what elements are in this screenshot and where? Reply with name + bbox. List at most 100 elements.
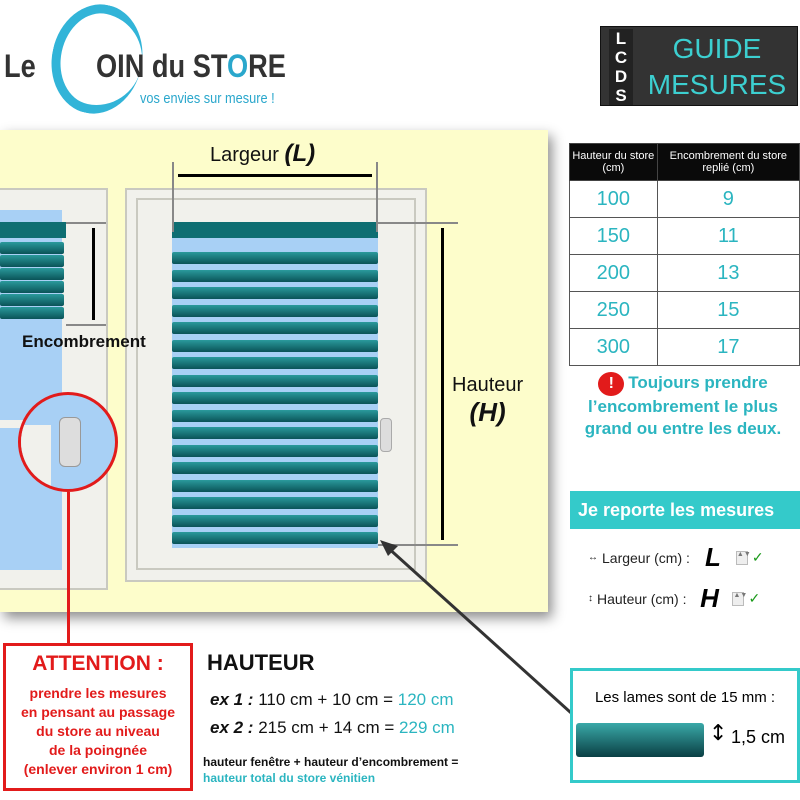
logo-o: O	[226, 48, 249, 84]
note-text: Toujours prendre l’encombrement le plus …	[584, 373, 782, 438]
blind-slat	[172, 409, 378, 422]
blind-slat	[172, 339, 378, 352]
badge-letter: S	[615, 86, 627, 105]
height-arrow-icon: ↕	[709, 721, 728, 746]
guide-badge: L C D S GUIDE MESURES	[600, 26, 798, 106]
check-icon: ✓	[751, 549, 764, 565]
encombrement-cell: 11	[656, 217, 800, 255]
hauteur-row: ↕ Hauteur (cm) : H ▲▼✓	[588, 583, 760, 614]
blind-slat	[0, 242, 64, 254]
slat-info-text: Les lames sont de 15 mm :	[594, 689, 776, 706]
blind-slat	[172, 357, 378, 369]
blind-slat	[172, 444, 378, 457]
largeur-input[interactable]: L	[704, 542, 721, 572]
slat-pointer-arrow	[380, 540, 592, 732]
height-guide-top	[378, 222, 458, 224]
blind-slat	[172, 374, 378, 387]
stack-guide-top	[66, 222, 106, 224]
blind-slat	[172, 252, 378, 264]
hauteur-field-label: Hauteur (cm) :	[597, 590, 687, 607]
blind-slat	[0, 281, 64, 293]
report-title: Je reporte les mesures	[570, 491, 800, 529]
badge-line1: GUIDE	[672, 33, 762, 64]
handle-zoom-circle	[18, 392, 118, 492]
badge-letter: D	[614, 67, 628, 86]
badge-letter: C	[614, 48, 628, 67]
width-arrow	[178, 174, 372, 177]
badge-title: GUIDE MESURES	[637, 31, 797, 103]
blind-slat	[172, 269, 378, 282]
blind-slat	[0, 307, 64, 319]
window-diagram: Largeur (L) Hauteur(H) Encombrement	[0, 130, 548, 612]
blind-slat	[172, 427, 378, 439]
blind-slat	[172, 322, 378, 334]
hauteur-spinner[interactable]: ▲▼	[732, 591, 747, 606]
height-icon: ↕	[588, 593, 593, 604]
blind-slat	[0, 255, 64, 267]
width-icon: ↔	[588, 552, 598, 563]
size-table: Hauteur du store (cm)Encombrement du sto…	[569, 143, 800, 366]
slat-info-box: Les lames sont de 15 mm : ↕ 1,5 cm	[570, 668, 800, 783]
blind-slat	[172, 462, 378, 474]
encombrement-cell: 13	[656, 254, 800, 292]
example-2: ex 2 : 215 cm + 14 cm = 229 cm	[210, 718, 455, 737]
hauteur-cell: 250	[569, 291, 658, 329]
note: !Toujours prendre l’encombrement le plus…	[566, 372, 800, 440]
largeur-row: ↔ Largeur (cm) : L ▲▼✓	[588, 542, 764, 573]
formula: hauteur fenêtre + hauteur d’encombrement…	[203, 755, 459, 785]
logo-text-end: RE	[248, 48, 286, 84]
left-blind-headrail	[0, 222, 66, 238]
blind-slat	[172, 532, 378, 544]
blind-slat	[172, 392, 378, 404]
largeur-label: Largeur (L)	[210, 140, 316, 167]
logo-tagline: vos envies sur mesure !	[140, 90, 275, 107]
stack-arrow	[92, 228, 95, 320]
hauteur-cell: 150	[569, 217, 658, 255]
hauteur-label: Hauteur(H)	[452, 374, 524, 427]
table-header: Encombrement du store replié (cm)	[656, 143, 800, 181]
attention-title: ATTENTION :	[32, 652, 164, 675]
blind-headrail	[172, 222, 378, 238]
hauteur-title: HAUTEUR	[207, 650, 315, 675]
stack-guide-bottom	[66, 324, 106, 326]
width-guide-left	[172, 162, 174, 232]
blind-slat	[0, 268, 64, 280]
hauteur-cell: 100	[569, 180, 658, 218]
window-handle	[380, 418, 392, 452]
attention-connector	[67, 492, 70, 644]
logo-name: OIN du STORE	[96, 48, 286, 85]
hauteur-cell: 300	[569, 328, 658, 366]
blind-slat	[0, 294, 64, 306]
encombrement-cell: 9	[656, 180, 800, 218]
logo-le: Le	[4, 48, 36, 84]
encombrement-label: Encombrement	[22, 332, 146, 351]
blind-slat	[172, 287, 378, 299]
example-1: ex 1 : 110 cm + 10 cm = 120 cm	[210, 690, 454, 709]
width-guide-right	[376, 162, 378, 232]
logo-text: OIN du ST	[96, 48, 227, 84]
check-icon: ✓	[748, 590, 761, 606]
height-arrow	[441, 228, 444, 540]
slat-size: 1,5 cm	[731, 727, 786, 747]
encombrement-cell: 15	[656, 291, 800, 329]
hauteur-input[interactable]: H	[700, 583, 719, 613]
largeur-field-label: Largeur (cm) :	[602, 549, 690, 566]
blind-slat	[172, 304, 378, 317]
table-header: Hauteur du store (cm)	[569, 143, 658, 181]
badge-lcds: L C D S	[609, 29, 633, 105]
blind-slat	[172, 497, 378, 509]
hauteur-cell: 200	[569, 254, 658, 292]
warning-icon: !	[598, 372, 625, 396]
blind-slat	[172, 479, 378, 492]
largeur-spinner[interactable]: ▲▼	[735, 550, 751, 565]
badge-line2: MESURES	[647, 69, 787, 100]
height-guide-bottom	[378, 544, 458, 546]
badge-letter: L	[615, 29, 627, 48]
